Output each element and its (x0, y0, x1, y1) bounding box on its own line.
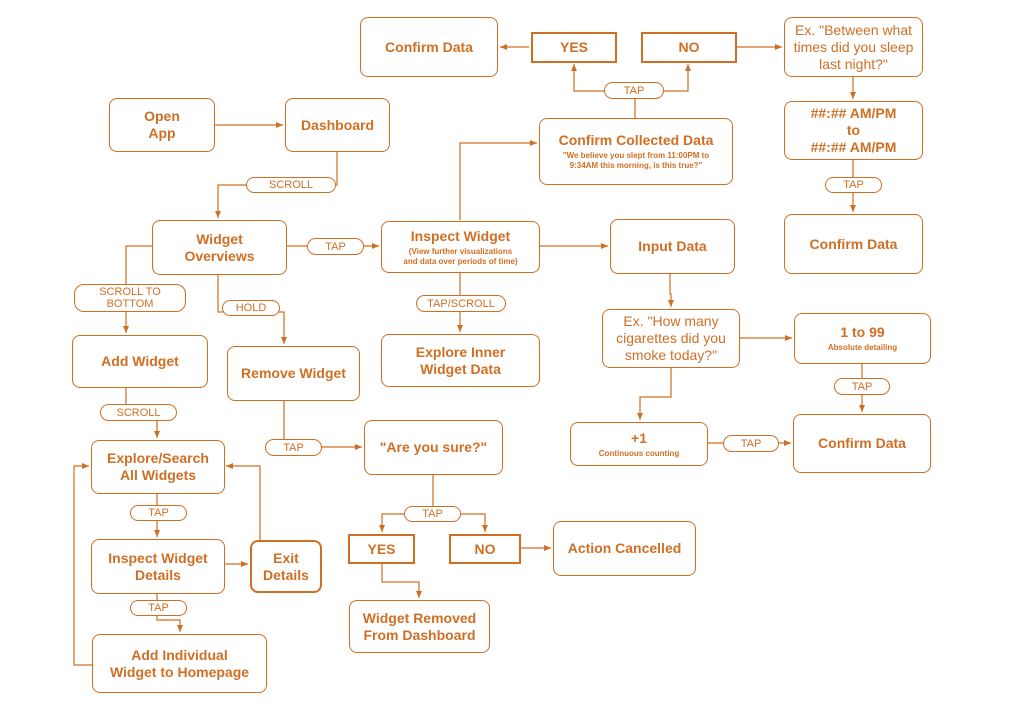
exit-details-node: Exit Details (250, 540, 322, 593)
confirm-collected-sub: "We believe you slept from 11:00PM to 9:… (562, 151, 710, 170)
tag-tap-remove: TAP (265, 439, 322, 456)
add-individual-label: Add Individual Widget to Homepage (109, 646, 250, 680)
yes-remove-label: YES (367, 540, 396, 557)
confirm-data-bottom-node: Confirm Data (793, 414, 931, 473)
tag-scroll-dashboard: SCROLL (246, 177, 336, 193)
remove-widget-node: Remove Widget (227, 346, 360, 401)
edge-yes-removed (381, 563, 422, 598)
cigarettes-node: Ex. "How many cigarettes did you smoke t… (602, 309, 740, 368)
add-widget-node: Add Widget (72, 335, 208, 388)
inspect-details-label: Inspect Widget Details (108, 549, 208, 583)
confirm-collected-label: Confirm Collected Data (558, 132, 714, 148)
confirm-data-bottom-label: Confirm Data (818, 435, 906, 451)
no-remove-label: NO (474, 540, 496, 557)
time-range-node: ##:## AM/PM to ##:## AM/PM (784, 101, 923, 160)
tag-tap-1to99: TAP (834, 378, 890, 395)
yes-top-label: YES (559, 39, 588, 55)
inspect-widget-node: Inspect Widget (View further visualizati… (381, 221, 540, 273)
edge-exit-explore (226, 463, 261, 540)
explore-search-node: Explore/Search All Widgets (91, 440, 225, 494)
plus-one-sub: Continuous counting (598, 448, 680, 458)
confirm-data-top-label: Confirm Data (385, 38, 473, 55)
remove-widget-label: Remove Widget (241, 365, 346, 381)
edge-cig-plus1 (637, 368, 672, 420)
action-cancelled-node: Action Cancelled (553, 521, 696, 576)
tag-tap-sure: TAP (404, 506, 461, 522)
no-remove-node: NO (449, 534, 521, 564)
tag-hold: HOLD (222, 300, 280, 316)
tag-tap-inspect-details: TAP (130, 600, 187, 616)
action-cancelled-label: Action Cancelled (567, 540, 682, 556)
explore-inner-label: Explore Inner Widget Data (415, 343, 506, 377)
widget-removed-node: Widget Removed From Dashboard (349, 600, 490, 653)
exit-details-label: Exit Details (263, 549, 309, 583)
confirm-data-right-label: Confirm Data (809, 235, 898, 252)
open-app-node: Open App (109, 98, 215, 152)
confirm-collected-node: Confirm Collected Data "We believe you s… (539, 118, 733, 185)
between-times-label: Ex. "Between what times did you sleep la… (793, 21, 914, 72)
add-individual-node: Add Individual Widget to Homepage (92, 634, 267, 693)
yes-top-node: YES (531, 32, 617, 63)
plus-one-label: +1 (631, 429, 647, 446)
no-top-node: NO (641, 32, 737, 63)
dashboard-label: Dashboard (300, 116, 375, 133)
confirm-data-top-node: Confirm Data (360, 17, 498, 77)
tag-tap-overview: TAP (307, 238, 364, 255)
input-data-node: Input Data (610, 219, 735, 274)
input-data-label: Input Data (638, 238, 707, 254)
dashboard-node: Dashboard (285, 98, 390, 152)
widget-overviews-label: Widget Overviews (184, 230, 255, 264)
are-you-sure-label: "Are you sure?" (379, 439, 488, 455)
one-to-99-label: 1 to 99 (840, 324, 885, 340)
between-times-node: Ex. "Between what times did you sleep la… (784, 17, 923, 77)
one-to-99-sub: Absolute detailing (827, 343, 898, 352)
widget-removed-label: Widget Removed From Dashboard (362, 609, 477, 643)
no-top-label: NO (678, 39, 700, 55)
tag-tap-plus1: TAP (723, 435, 779, 452)
one-to-99-node: 1 to 99 Absolute detailing (794, 313, 931, 364)
yes-remove-node: YES (348, 534, 415, 564)
cigarettes-label: Ex. "How many cigarettes did you smoke t… (616, 313, 726, 363)
explore-inner-node: Explore Inner Widget Data (381, 334, 540, 387)
tag-scroll-to-bottom: SCROLL TO BOTTOM (74, 284, 186, 312)
widget-overviews-node: Widget Overviews (152, 220, 287, 275)
time-range-label: ##:## AM/PM to ##:## AM/PM (810, 105, 897, 155)
inspect-widget-sub: (View further visualizations and data ov… (403, 246, 518, 266)
add-widget-label: Add Widget (101, 353, 179, 369)
open-app-label: Open App (144, 108, 180, 141)
edge-inspect-collected (459, 140, 537, 220)
confirm-data-right-node: Confirm Data (784, 214, 923, 274)
tag-tap-confirm-collected: TAP (604, 82, 664, 99)
inspect-widget-label: Inspect Widget (410, 227, 511, 244)
edge-sure-yes (379, 474, 434, 532)
inspect-details-node: Inspect Widget Details (91, 539, 225, 594)
edge-input-cig (668, 274, 674, 307)
tag-tap-time: TAP (825, 177, 882, 193)
explore-search-label: Explore/Search All Widgets (107, 450, 209, 483)
tag-tap-scroll-inner: TAP/SCROLL (416, 295, 506, 312)
edge-addindividual-explore (73, 463, 92, 666)
tag-tap-explore: TAP (130, 505, 187, 521)
are-you-sure-node: "Are you sure?" (364, 420, 503, 475)
plus-one-node: +1 Continuous counting (570, 422, 708, 466)
tag-scroll-add: SCROLL (100, 404, 177, 421)
